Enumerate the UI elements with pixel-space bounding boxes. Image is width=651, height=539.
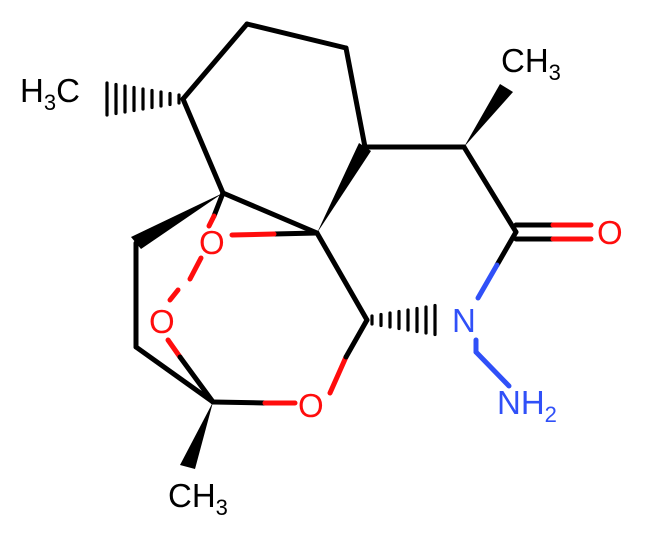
nitrogen-label-ring: N — [452, 302, 476, 339]
hash-c4-ch3 — [105, 81, 181, 117]
bond-c12-c11 — [314, 230, 370, 323]
bond-c4-c3 — [180, 21, 250, 102]
carbon-bonds — [133, 21, 519, 405]
wedge-c9-ch3 — [464, 84, 513, 147]
wedge-c12-c1 — [317, 143, 371, 233]
methyl-label-top-right: CH3 — [501, 42, 561, 85]
bond-c3-c2 — [244, 21, 349, 51]
oxygen-label-peroxide-left: O — [149, 303, 175, 340]
bond-c9-c10 — [461, 144, 519, 235]
wedge-bonds — [131, 84, 513, 469]
oxygen-label-peroxide-top: O — [199, 224, 225, 261]
wedge-c6-ch3 — [180, 402, 213, 469]
oxygen-label-carbonyl: O — [597, 214, 623, 251]
oxygen-bonds — [165, 190, 370, 406]
oxygen-label-ring: O — [298, 387, 324, 424]
bond-c5-c12 — [220, 190, 320, 236]
bond-c4-c5 — [180, 96, 226, 196]
bond-c2-c1 — [343, 45, 368, 150]
wedge-c5-c7 — [131, 193, 223, 249]
amino-label: NH2 — [497, 384, 557, 427]
hash-bonds — [105, 81, 437, 337]
nitrogen-bonds — [473, 229, 519, 389]
bond-c8-c6 — [133, 344, 216, 405]
atom-labels: H3C CH3 CH3 O O O O N NH2 — [20, 42, 623, 520]
carbonyl-double-bond — [513, 222, 594, 242]
hash-c11-n — [370, 303, 437, 337]
methyl-label-bottom: CH3 — [168, 477, 228, 520]
methyl-label-top-left: H3C — [20, 72, 80, 115]
